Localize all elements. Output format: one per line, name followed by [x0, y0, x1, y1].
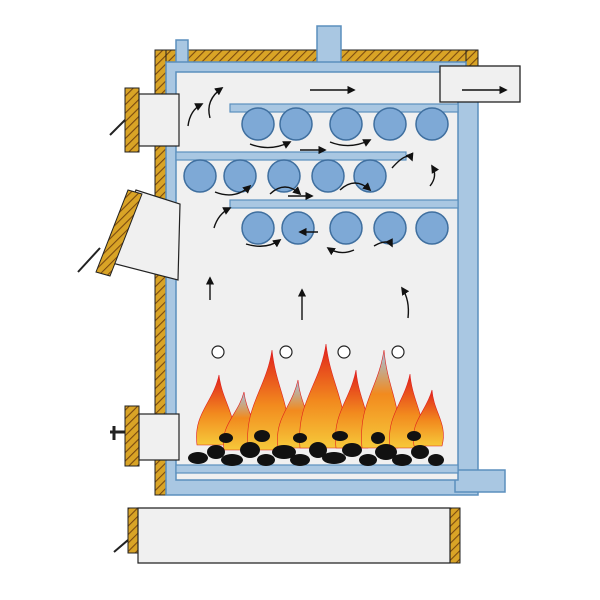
flow-arrow-icon: [373, 238, 393, 248]
coal-icon: [207, 445, 225, 459]
flow-arrow-icon: [269, 186, 302, 196]
air-inlet-icon: [391, 345, 405, 359]
coal-icon: [428, 454, 444, 466]
coal-icon: [257, 454, 275, 466]
flow-arrow-icon: [329, 139, 372, 147]
coal-icon: [240, 442, 260, 458]
air-inlet-icon: [211, 345, 225, 359]
flow-arrow-icon: [339, 182, 372, 192]
fire-tube-icon: [415, 107, 449, 141]
fire-tube-icon: [329, 107, 363, 141]
flow-arrow-icon: [391, 152, 414, 169]
fire-tube-icon: [311, 159, 345, 193]
fire-tube-icon: [241, 211, 275, 245]
door-handle-icon: [77, 247, 101, 273]
coal-icon: [188, 452, 208, 464]
flow-arrow-icon: [249, 141, 292, 149]
coal-bed: [188, 430, 444, 466]
coal-icon: [290, 454, 310, 466]
coal-icon: [359, 454, 377, 466]
fire-tube-icon: [279, 107, 313, 141]
coal-icon: [272, 445, 296, 459]
fire-tube-icon: [223, 159, 257, 193]
coal-icon: [293, 433, 307, 443]
flow-arrow-icon: [208, 87, 224, 119]
coal-icon: [221, 454, 243, 466]
coal-icon: [309, 442, 327, 458]
fire-tube-icon: [353, 159, 387, 193]
door-handle-icon: [110, 426, 125, 440]
coal-icon: [332, 431, 348, 441]
fire-tube-icon: [329, 211, 363, 245]
flue-exhaust: [439, 65, 521, 103]
front-doors: [77, 87, 451, 564]
coal-icon: [322, 452, 346, 464]
coal-icon: [219, 433, 233, 443]
coal-icon: [342, 443, 362, 457]
fire-tube-icon: [267, 159, 301, 193]
fire-tube-icon: [183, 159, 217, 193]
fire-tube-icon: [373, 211, 407, 245]
flow-arrow-icon: [187, 103, 204, 127]
coal-icon: [254, 430, 270, 442]
fire-tube-icon: [241, 107, 275, 141]
secondary-air-inlets: [211, 345, 405, 359]
flow-arrow-icon: [213, 207, 232, 229]
air-inlet-icon: [279, 345, 293, 359]
coal-icon: [392, 454, 412, 466]
flow-arrow-icon: [214, 184, 252, 196]
fire-tubes: [183, 107, 449, 245]
fire-tube-icon: [373, 107, 407, 141]
door-handle-icon: [109, 119, 126, 136]
door-handle-icon: [113, 539, 129, 553]
fire-tube-icon: [281, 211, 315, 245]
flow-arrow-icon: [326, 247, 355, 256]
flow-arrow-icon: [401, 286, 410, 319]
coal-icon: [411, 445, 429, 459]
coal-icon: [407, 431, 421, 441]
flow-arrow-icon: [429, 164, 440, 187]
coal-icon: [375, 444, 397, 460]
flow-arrow-icon: [245, 239, 282, 248]
coal-icon: [371, 432, 385, 444]
air-inlet-icon: [337, 345, 351, 359]
fire-tube-icon: [415, 211, 449, 245]
flow-arrows: [187, 85, 508, 320]
flame-icon: [413, 389, 444, 447]
